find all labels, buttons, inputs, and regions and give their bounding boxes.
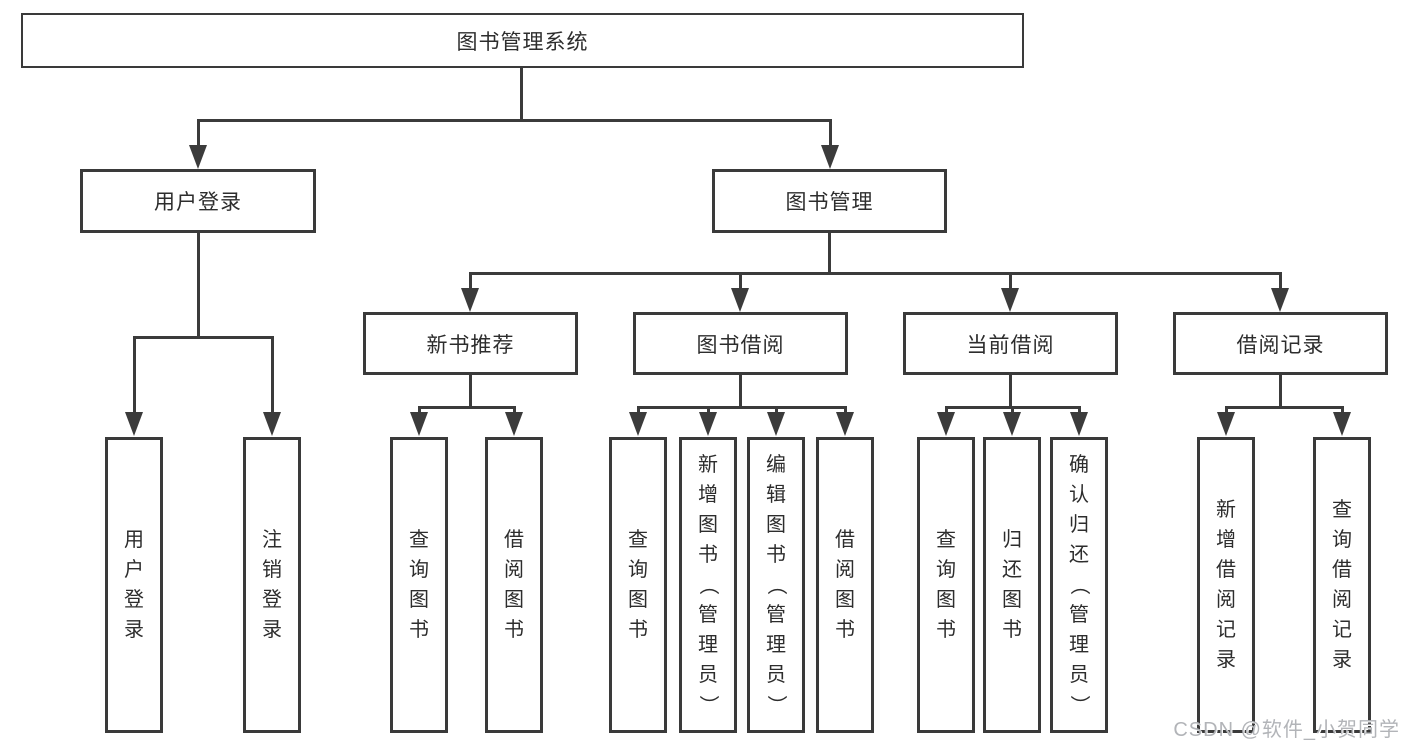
connector — [1279, 375, 1282, 409]
arrowhead-icon — [821, 145, 839, 169]
connector — [271, 336, 274, 414]
arrowhead-icon — [731, 288, 749, 312]
node-current-borrow: 当前借阅 — [903, 312, 1118, 375]
connector — [739, 375, 742, 409]
node-label: 图书管理 — [785, 191, 874, 214]
node-label: 图书管理系统 — [456, 30, 589, 54]
leaf-edit-book-admin: 编辑图书（管理员） — [747, 437, 805, 733]
arrowhead-icon — [767, 412, 785, 436]
connector — [469, 375, 472, 409]
node-label: 当前借阅 — [966, 333, 1055, 357]
arrowhead-icon — [1001, 288, 1019, 312]
connector — [197, 233, 200, 339]
connector — [828, 233, 831, 275]
connector — [418, 406, 516, 409]
node-label: 借阅记录 — [1236, 333, 1325, 357]
arrowhead-icon — [125, 412, 143, 436]
leaf-return-book: 归还图书 — [983, 437, 1041, 733]
connector — [513, 406, 516, 414]
connector — [707, 406, 710, 414]
arrowhead-icon — [461, 288, 479, 312]
connector — [844, 406, 847, 414]
node-book-borrow: 图书借阅 — [633, 312, 848, 375]
arrowhead-icon — [410, 412, 428, 436]
connector — [1009, 375, 1012, 409]
connector — [1341, 406, 1344, 414]
arrowhead-icon — [263, 412, 281, 436]
connector — [775, 406, 778, 414]
leaf-borrow-books-1: 借阅图书 — [485, 437, 543, 733]
connector — [469, 272, 1282, 275]
node-user-login: 用户登录 — [80, 169, 316, 233]
connector — [739, 272, 742, 292]
arrowhead-icon — [1217, 412, 1235, 436]
connector — [1225, 406, 1228, 414]
connector — [1225, 406, 1344, 409]
connector — [945, 406, 948, 414]
arrowhead-icon — [505, 412, 523, 436]
node-borrow-records: 借阅记录 — [1173, 312, 1388, 375]
leaf-borrow-books-2: 借阅图书 — [816, 437, 874, 733]
node-book-management: 图书管理 — [712, 169, 947, 233]
node-label: 用户登录 — [154, 191, 242, 214]
connector — [1078, 406, 1081, 414]
connector — [133, 336, 274, 339]
arrowhead-icon — [1271, 288, 1289, 312]
csdn-watermark: CSDN @软件_小贺同学 — [1173, 719, 1400, 741]
arrowhead-icon — [1333, 412, 1351, 436]
connector — [418, 406, 421, 414]
node-label: 新书推荐 — [426, 333, 515, 357]
arrowhead-icon — [937, 412, 955, 436]
connector — [133, 336, 136, 414]
leaf-logout: 注销登录 — [243, 437, 301, 733]
arrowhead-icon — [189, 145, 207, 169]
connector — [1279, 272, 1282, 292]
connector — [829, 119, 832, 148]
connector — [637, 406, 640, 414]
node-library-management-system: 图书管理系统 — [21, 13, 1024, 68]
arrowhead-icon — [1003, 412, 1021, 436]
node-label: 图书借阅 — [696, 333, 785, 357]
arrowhead-icon — [629, 412, 647, 436]
leaf-add-book-admin: 新增图书（管理员） — [679, 437, 737, 733]
connector — [520, 68, 523, 121]
connector — [197, 119, 200, 148]
connector — [1011, 406, 1014, 414]
connector — [469, 272, 472, 292]
leaf-query-books-1: 查询图书 — [390, 437, 448, 733]
connector — [637, 406, 847, 409]
connector — [1009, 272, 1012, 292]
leaf-add-borrow-record: 新增借阅记录 — [1197, 437, 1255, 733]
leaf-query-borrow-record: 查询借阅记录 — [1313, 437, 1371, 733]
node-new-book-recommend: 新书推荐 — [363, 312, 578, 375]
leaf-user-login: 用户登录 — [105, 437, 163, 733]
leaf-confirm-return-admin: 确认归还（管理员） — [1050, 437, 1108, 733]
connector — [197, 119, 832, 122]
arrowhead-icon — [699, 412, 717, 436]
arrowhead-icon — [836, 412, 854, 436]
leaf-query-books-3: 查询图书 — [917, 437, 975, 733]
leaf-query-books-2: 查询图书 — [609, 437, 667, 733]
arrowhead-icon — [1070, 412, 1088, 436]
